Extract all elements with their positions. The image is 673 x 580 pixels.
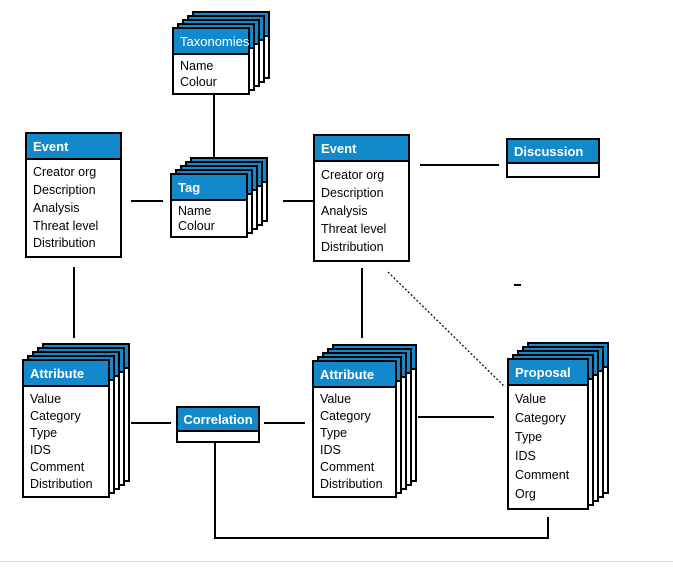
connector-bottom-route (214, 537, 549, 539)
entity-field: Org (515, 487, 536, 502)
entity-field: Name (178, 203, 212, 218)
entity-card: Tag Name Colour (170, 173, 248, 238)
entity-field: Type (515, 430, 543, 445)
entity-title: Taxonomies (174, 29, 249, 55)
connector-eventcenter-discussion (420, 164, 499, 166)
entity-field: Category (30, 408, 81, 423)
entity-field: Threat level (321, 221, 387, 236)
connector-correlation-down (214, 443, 216, 539)
entity-field: Creator org (321, 167, 385, 182)
connector-eventleft-attributeleft (73, 267, 75, 338)
entity-attribute-center: Attribute Value Category Type IDS Commen… (312, 344, 417, 498)
entity-field: Analysis (321, 203, 368, 218)
entity-event-center: Event Creator org Description Analysis T… (313, 134, 410, 262)
entity-tag: Tag Name Colour (170, 157, 268, 238)
entity-field: Description (321, 185, 384, 200)
entity-card: Event Creator org Description Analysis T… (25, 132, 122, 258)
entity-field: Comment (320, 460, 375, 475)
connector-attributecenter-proposal (418, 416, 494, 418)
entity-field: Value (320, 392, 352, 407)
stray-mark (514, 284, 521, 286)
entity-field: Category (515, 411, 566, 426)
entity-field: Comment (515, 468, 570, 483)
connector-tag-eventcenter (283, 200, 313, 202)
entity-field: Distribution (33, 236, 96, 251)
entity-field: Type (320, 426, 348, 441)
entity-title: Correlation (178, 408, 258, 432)
entity-field: Distribution (320, 477, 383, 492)
entity-title: Proposal (509, 360, 587, 386)
entity-empty-body (178, 432, 258, 441)
entity-title: Discussion (508, 140, 598, 164)
entity-field: Colour (178, 218, 215, 233)
entity-empty-body (508, 164, 598, 176)
page-edge-line (0, 561, 673, 562)
entity-title: Event (27, 134, 120, 160)
connector-attributeleft-correlation (131, 422, 171, 424)
entity-proposal: Proposal Value Category Type IDS Comment… (507, 342, 609, 510)
entity-title: Tag (172, 175, 246, 201)
entity-field: Distribution (30, 476, 93, 491)
entity-field: Name (180, 58, 214, 73)
entity-field: Description (33, 183, 96, 197)
connector-up-to-proposal (547, 517, 549, 539)
entity-attribute-left: Attribute Value Category Type IDS Commen… (22, 343, 130, 498)
entity-field: IDS (30, 442, 51, 457)
entity-field: Creator org (33, 165, 97, 180)
entity-field: Value (30, 391, 62, 406)
entity-card: Attribute Value Category Type IDS Commen… (22, 359, 110, 498)
entity-card: Taxonomies Name Colour (172, 27, 250, 95)
entity-card: Proposal Value Category Type IDS Comment… (507, 358, 589, 510)
entity-card: Discussion (506, 138, 600, 178)
entity-title: Attribute (24, 361, 108, 387)
connector-taxonomies-tag (213, 95, 215, 171)
entity-field: Distribution (321, 239, 384, 254)
connector-correlation-attributecenter (264, 422, 305, 424)
entity-field: Type (30, 425, 58, 440)
entity-correlation: Correlation (176, 406, 260, 443)
entity-card: Event Creator org Description Analysis T… (313, 134, 410, 262)
entity-field: IDS (320, 443, 341, 458)
connector-eventleft-tag (131, 200, 163, 202)
entity-field: Colour (180, 74, 217, 89)
entity-field: IDS (515, 449, 536, 464)
entity-field: Value (515, 392, 547, 407)
entity-event-left: Event Creator org Description Analysis T… (25, 132, 122, 258)
entity-card: Attribute Value Category Type IDS Commen… (312, 360, 397, 498)
entity-title: Event (315, 136, 408, 162)
entity-card: Correlation (176, 406, 260, 443)
entity-discussion: Discussion (506, 138, 600, 178)
entity-title: Attribute (314, 362, 395, 388)
entity-field: Category (320, 409, 371, 424)
entity-field: Analysis (33, 200, 80, 215)
connector-eventcenter-attributecenter (361, 268, 363, 338)
entity-field: Threat level (33, 218, 99, 233)
entity-taxonomies: Taxonomies Name Colour (172, 11, 270, 95)
entity-field: Comment (30, 459, 85, 474)
